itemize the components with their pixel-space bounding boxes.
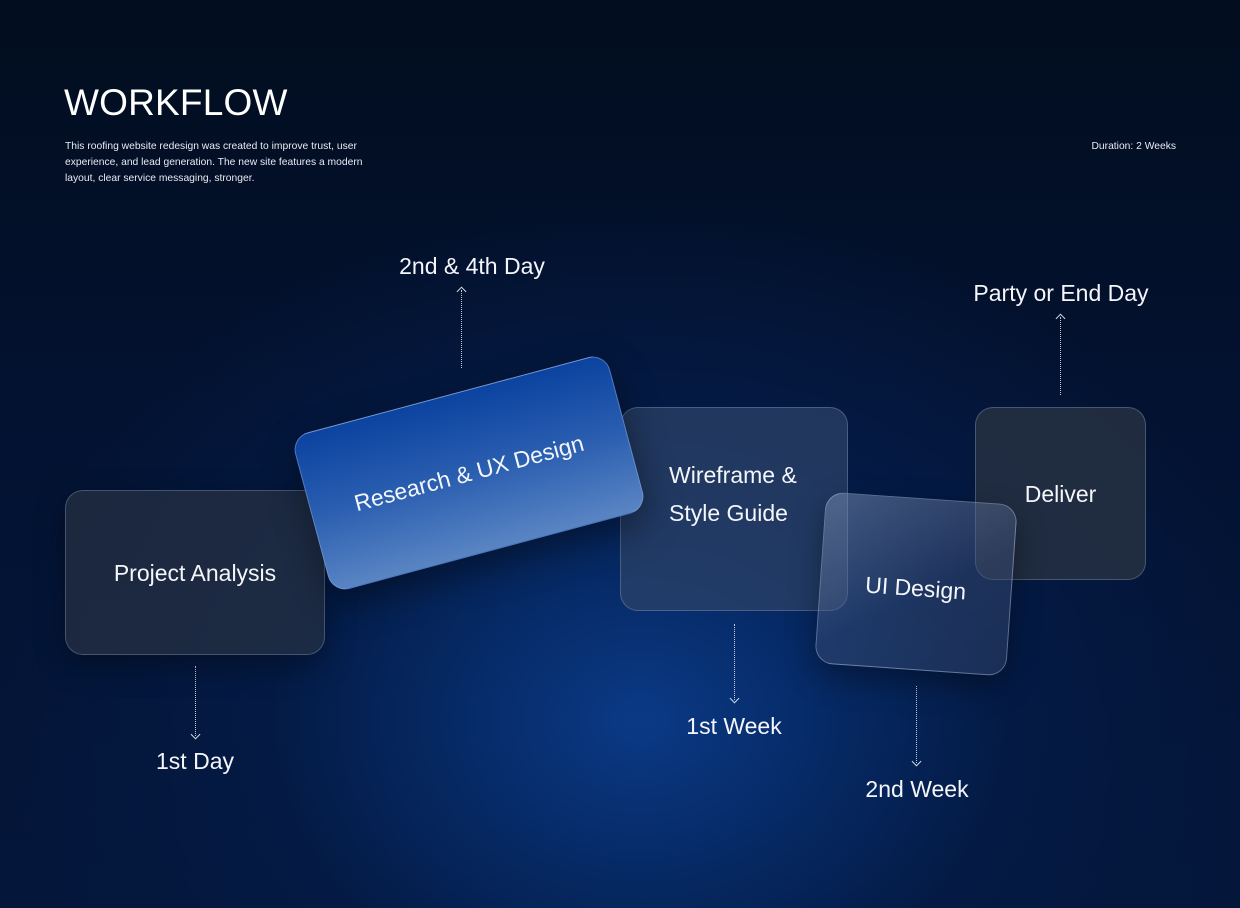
step-card-project-analysis: Project Analysis [65,490,325,655]
step-card-research-ux-design: Research & UX Design [290,352,648,594]
step-label: Deliver [1024,480,1097,507]
connector-arrow-2nd-week [911,686,922,767]
arrow-down-icon [911,756,922,767]
step-card-ui-design: UI Design [814,491,1018,677]
time-label-1st-day: 1st Day [156,748,234,774]
step-label: Research & UX Design [351,429,587,517]
connector-arrow-1st-week [729,624,740,704]
arrow-down-icon [729,693,740,704]
step-label: UI Design [864,571,967,605]
arrow-up-icon [1055,313,1066,324]
project-description: This roofing website redesign was create… [65,141,363,184]
connector-arrow-end-day [1055,313,1066,395]
arrow-down-icon [190,729,201,740]
step-label: Project Analysis [113,559,277,586]
arrow-up-icon [456,286,467,297]
time-label-2nd-week: 2nd Week [865,776,969,802]
step-card-wireframe-style-guide: Wireframe & Style Guide [620,407,848,611]
connector-arrow-2nd-4th-day [456,286,467,368]
duration-text: Duration: 2 Weeks [1091,141,1176,152]
time-label-end-day: Party or End Day [973,280,1149,306]
step-label: Wireframe & Style Guide [669,462,797,526]
page-title: WORKFLOW [64,82,288,123]
connector-arrow-1st-day [190,666,201,740]
time-label-1st-week: 1st Week [686,713,782,739]
time-label-2nd-4th-day: 2nd & 4th Day [399,253,545,279]
